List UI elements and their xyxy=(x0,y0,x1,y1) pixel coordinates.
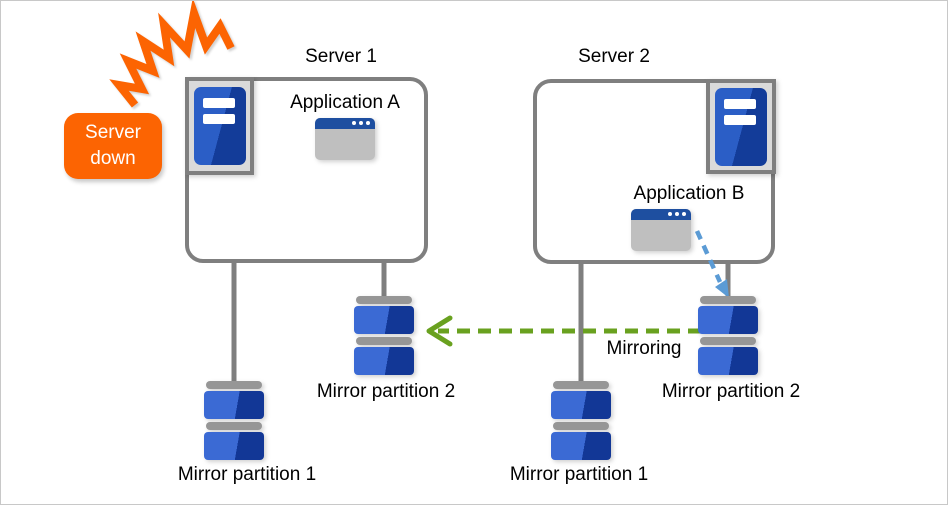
application-a-window-icon xyxy=(315,118,375,160)
app-window-titlebar xyxy=(315,118,375,129)
app-window-dots-icon xyxy=(668,212,686,216)
server1-mirror-partition1-disk-icon xyxy=(204,381,264,460)
tower-vent xyxy=(202,114,235,124)
mirroring-label: Mirroring xyxy=(606,338,682,359)
server2-title: Server 2 xyxy=(578,46,650,67)
server-down-line1: Server xyxy=(85,122,141,143)
application-b-window-icon xyxy=(631,209,691,251)
tower-vent xyxy=(724,98,756,109)
server1-mirror-partition2-disk-icon xyxy=(354,296,414,375)
tower-vent xyxy=(724,114,756,125)
server2-mirror-partition2-label: Mirror partition 2 xyxy=(661,381,801,402)
server1-tower-body xyxy=(193,87,246,165)
server1-mirror-partition2-label: Mirror partition 2 xyxy=(316,381,456,402)
server2-mirror-partition1-disk-icon xyxy=(551,381,611,460)
server1-title: Server 1 xyxy=(305,46,377,67)
server2-mirror-partition1-label: Mirror partition 1 xyxy=(509,464,649,485)
mirroring-arrow-head xyxy=(426,315,453,347)
server1-tower-icon xyxy=(185,77,254,175)
application-b-label: Application B xyxy=(633,183,745,204)
app-window-dots-icon xyxy=(352,121,370,125)
application-a-label: Application A xyxy=(290,92,400,113)
tower-vent xyxy=(202,98,235,108)
server2-tower-icon xyxy=(706,79,776,174)
app-window-titlebar xyxy=(631,209,691,220)
server2-mirror-partition2-disk-icon xyxy=(698,296,758,375)
server2-tower-body xyxy=(715,87,767,166)
server-down-badge: Server down xyxy=(64,113,162,179)
server-down-line2: down xyxy=(90,148,136,169)
server1-mirror-partition1-label: Mirror partition 1 xyxy=(177,464,317,485)
